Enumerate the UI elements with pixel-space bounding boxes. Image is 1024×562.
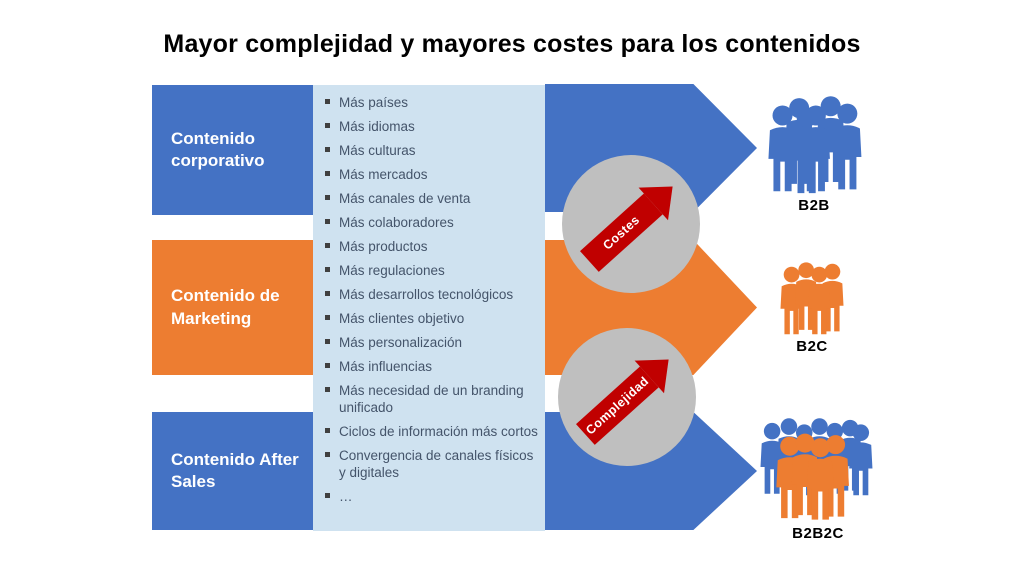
drivers-panel: Más países Más idiomas Más culturas Más … bbox=[313, 85, 545, 531]
costes-badge: Costes bbox=[562, 155, 700, 293]
driver-item: Más países bbox=[323, 94, 541, 111]
square-bullet-icon bbox=[325, 171, 330, 176]
audience-b2c-label: B2C bbox=[796, 338, 828, 355]
driver-item-text: Más países bbox=[339, 95, 409, 110]
driver-item: Más necesidad de un branding unificado bbox=[323, 382, 541, 416]
driver-item-text: Más regulaciones bbox=[339, 263, 445, 278]
people-group-b2b2c-icon bbox=[760, 418, 873, 520]
square-bullet-icon bbox=[325, 428, 330, 433]
square-bullet-icon bbox=[325, 315, 330, 320]
audience-b2b2c-label: B2B2C bbox=[792, 525, 844, 542]
square-bullet-icon bbox=[325, 493, 330, 498]
audience-b2b-label: B2B bbox=[798, 197, 830, 214]
driver-item: Más idiomas bbox=[323, 118, 541, 135]
square-bullet-icon bbox=[325, 147, 330, 152]
square-bullet-icon bbox=[325, 195, 330, 200]
complejidad-label: Complejidad bbox=[576, 366, 659, 445]
driver-item-text: Más culturas bbox=[339, 143, 416, 158]
driver-item: Más desarrollos tecnológicos bbox=[323, 286, 541, 303]
square-bullet-icon bbox=[325, 267, 330, 272]
people-group-b2b-icon bbox=[768, 96, 862, 194]
content-block-after-sales-label: Contenido After Sales bbox=[171, 449, 299, 491]
driver-item-text: Ciclos de información más cortos bbox=[339, 424, 538, 439]
people-group-b2c-icon bbox=[780, 262, 844, 335]
square-bullet-icon bbox=[325, 123, 330, 128]
driver-item-text: Más personalización bbox=[339, 335, 463, 350]
driver-item: Más mercados bbox=[323, 166, 541, 183]
costes-label: Costes bbox=[580, 193, 663, 272]
driver-item: Más regulaciones bbox=[323, 262, 541, 279]
square-bullet-icon bbox=[325, 452, 330, 457]
audience-b2b2c: B2B2C bbox=[752, 418, 884, 542]
driver-item-text: Más colaboradores bbox=[339, 215, 454, 230]
drivers-list: Más países Más idiomas Más culturas Más … bbox=[323, 94, 541, 505]
driver-item: Convergencia de canales físicos y digita… bbox=[323, 447, 541, 481]
driver-item-text: Más mercados bbox=[339, 167, 428, 182]
square-bullet-icon bbox=[325, 363, 330, 368]
rising-arrow-icon: Complejidad bbox=[571, 343, 684, 451]
content-block-corporativo: Contenido corporativo bbox=[152, 85, 313, 215]
square-bullet-icon bbox=[325, 387, 330, 392]
audience-b2c: B2C bbox=[772, 262, 852, 355]
complejidad-badge: Complejidad bbox=[558, 328, 696, 466]
square-bullet-icon bbox=[325, 339, 330, 344]
driver-item-text: Más productos bbox=[339, 239, 428, 254]
driver-item: Más culturas bbox=[323, 142, 541, 159]
driver-item-text: Más desarrollos tecnológicos bbox=[339, 287, 514, 302]
driver-item: Más clientes objetivo bbox=[323, 310, 541, 327]
driver-item-text: Más necesidad de un branding unificado bbox=[339, 383, 524, 415]
driver-item: … bbox=[323, 488, 541, 505]
audience-b2b: B2B bbox=[760, 94, 868, 214]
driver-item-text: Más canales de venta bbox=[339, 191, 471, 206]
driver-item: Más colaboradores bbox=[323, 214, 541, 231]
square-bullet-icon bbox=[325, 243, 330, 248]
driver-item-text: Convergencia de canales físicos y digita… bbox=[339, 448, 534, 480]
content-block-after-sales: Contenido After Sales bbox=[152, 412, 313, 530]
driver-item-text: Más clientes objetivo bbox=[339, 311, 465, 326]
content-block-corporativo-label: Contenido corporativo bbox=[171, 128, 265, 170]
driver-item-text: Más influencias bbox=[339, 359, 433, 374]
content-block-marketing-label: Contenido de Marketing bbox=[171, 286, 280, 328]
square-bullet-icon bbox=[325, 291, 330, 296]
driver-item: Más productos bbox=[323, 238, 541, 255]
content-block-marketing: Contenido de Marketing bbox=[152, 240, 313, 375]
driver-item: Más canales de venta bbox=[323, 190, 541, 207]
driver-item: Más personalización bbox=[323, 334, 541, 351]
square-bullet-icon bbox=[325, 219, 330, 224]
driver-item-text: Más idiomas bbox=[339, 119, 415, 134]
square-bullet-icon bbox=[325, 99, 330, 104]
driver-item-text: … bbox=[339, 489, 353, 504]
page-title: Mayor complejidad y mayores costes para … bbox=[163, 30, 861, 58]
driver-item: Ciclos de información más cortos bbox=[323, 423, 541, 440]
rising-arrow-icon: Costes bbox=[575, 170, 688, 278]
driver-item: Más influencias bbox=[323, 358, 541, 375]
